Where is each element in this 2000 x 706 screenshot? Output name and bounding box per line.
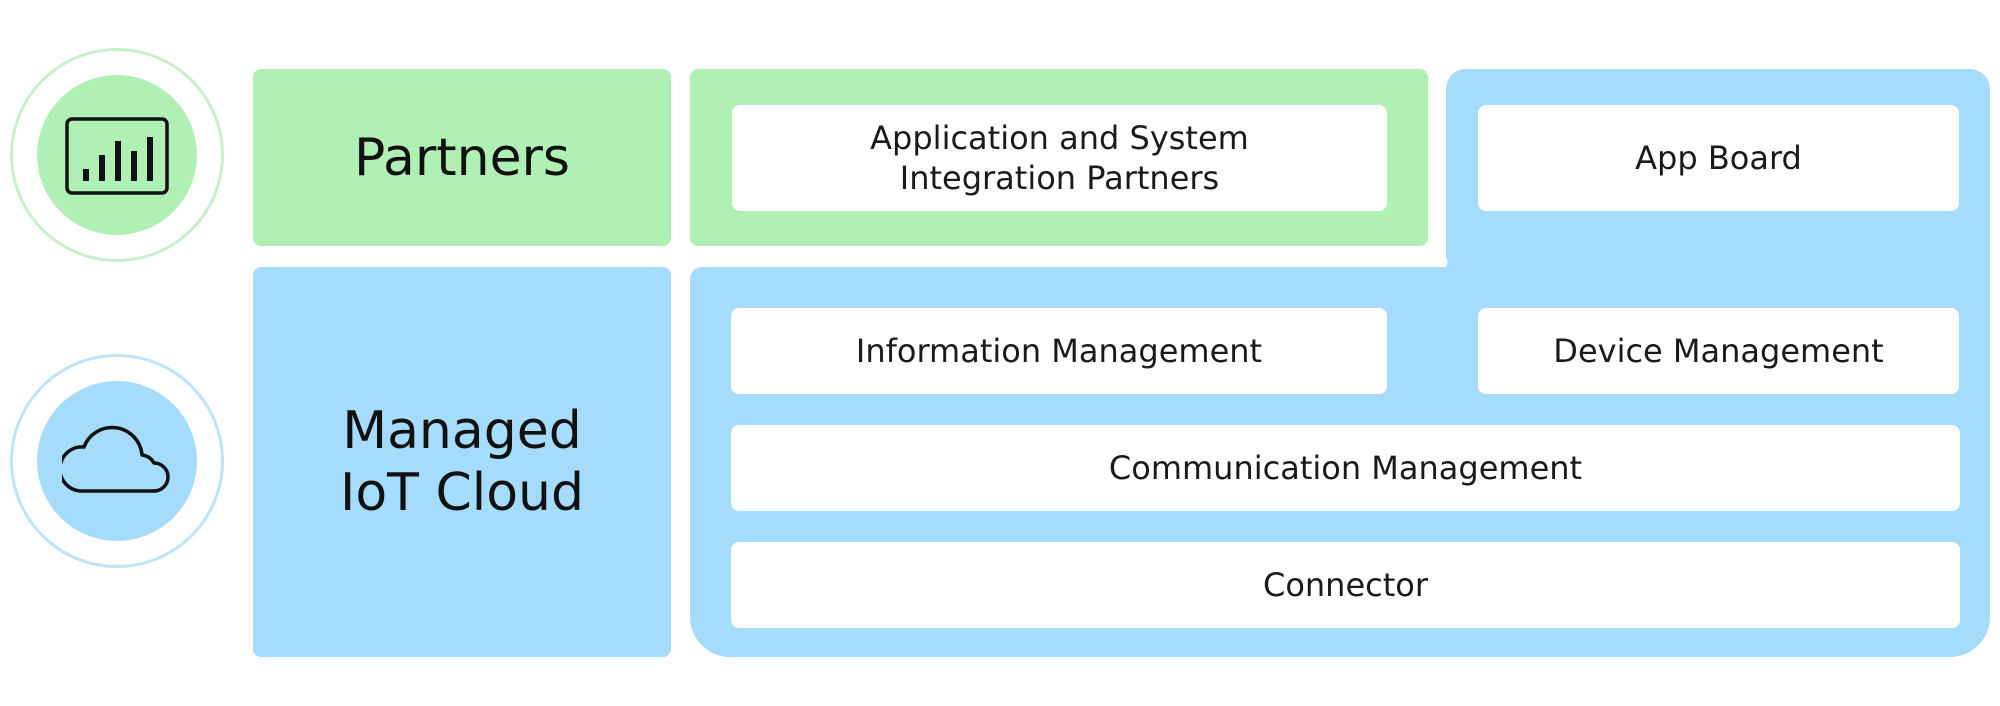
- card-device-management: Device Management: [1478, 308, 1959, 394]
- card-information-management: Information Management: [731, 308, 1387, 394]
- partners-label-block: Partners: [253, 69, 671, 246]
- cloud-icon: [62, 425, 170, 493]
- chart-dashboard-icon: [65, 117, 169, 195]
- card-communication-management: Communication Management: [731, 425, 1960, 511]
- cloud-icon-disc: [37, 381, 197, 541]
- card-app-board: App Board: [1478, 105, 1959, 211]
- partners-label: Partners: [353, 127, 571, 188]
- managed-iot-cloud-label: Managed IoT Cloud: [340, 401, 584, 523]
- card-application-system-integration-partners: Application and System Integration Partn…: [732, 105, 1387, 211]
- card-connector: Connector: [731, 542, 1960, 628]
- managed-iot-cloud-label-block: Managed IoT Cloud: [253, 267, 671, 657]
